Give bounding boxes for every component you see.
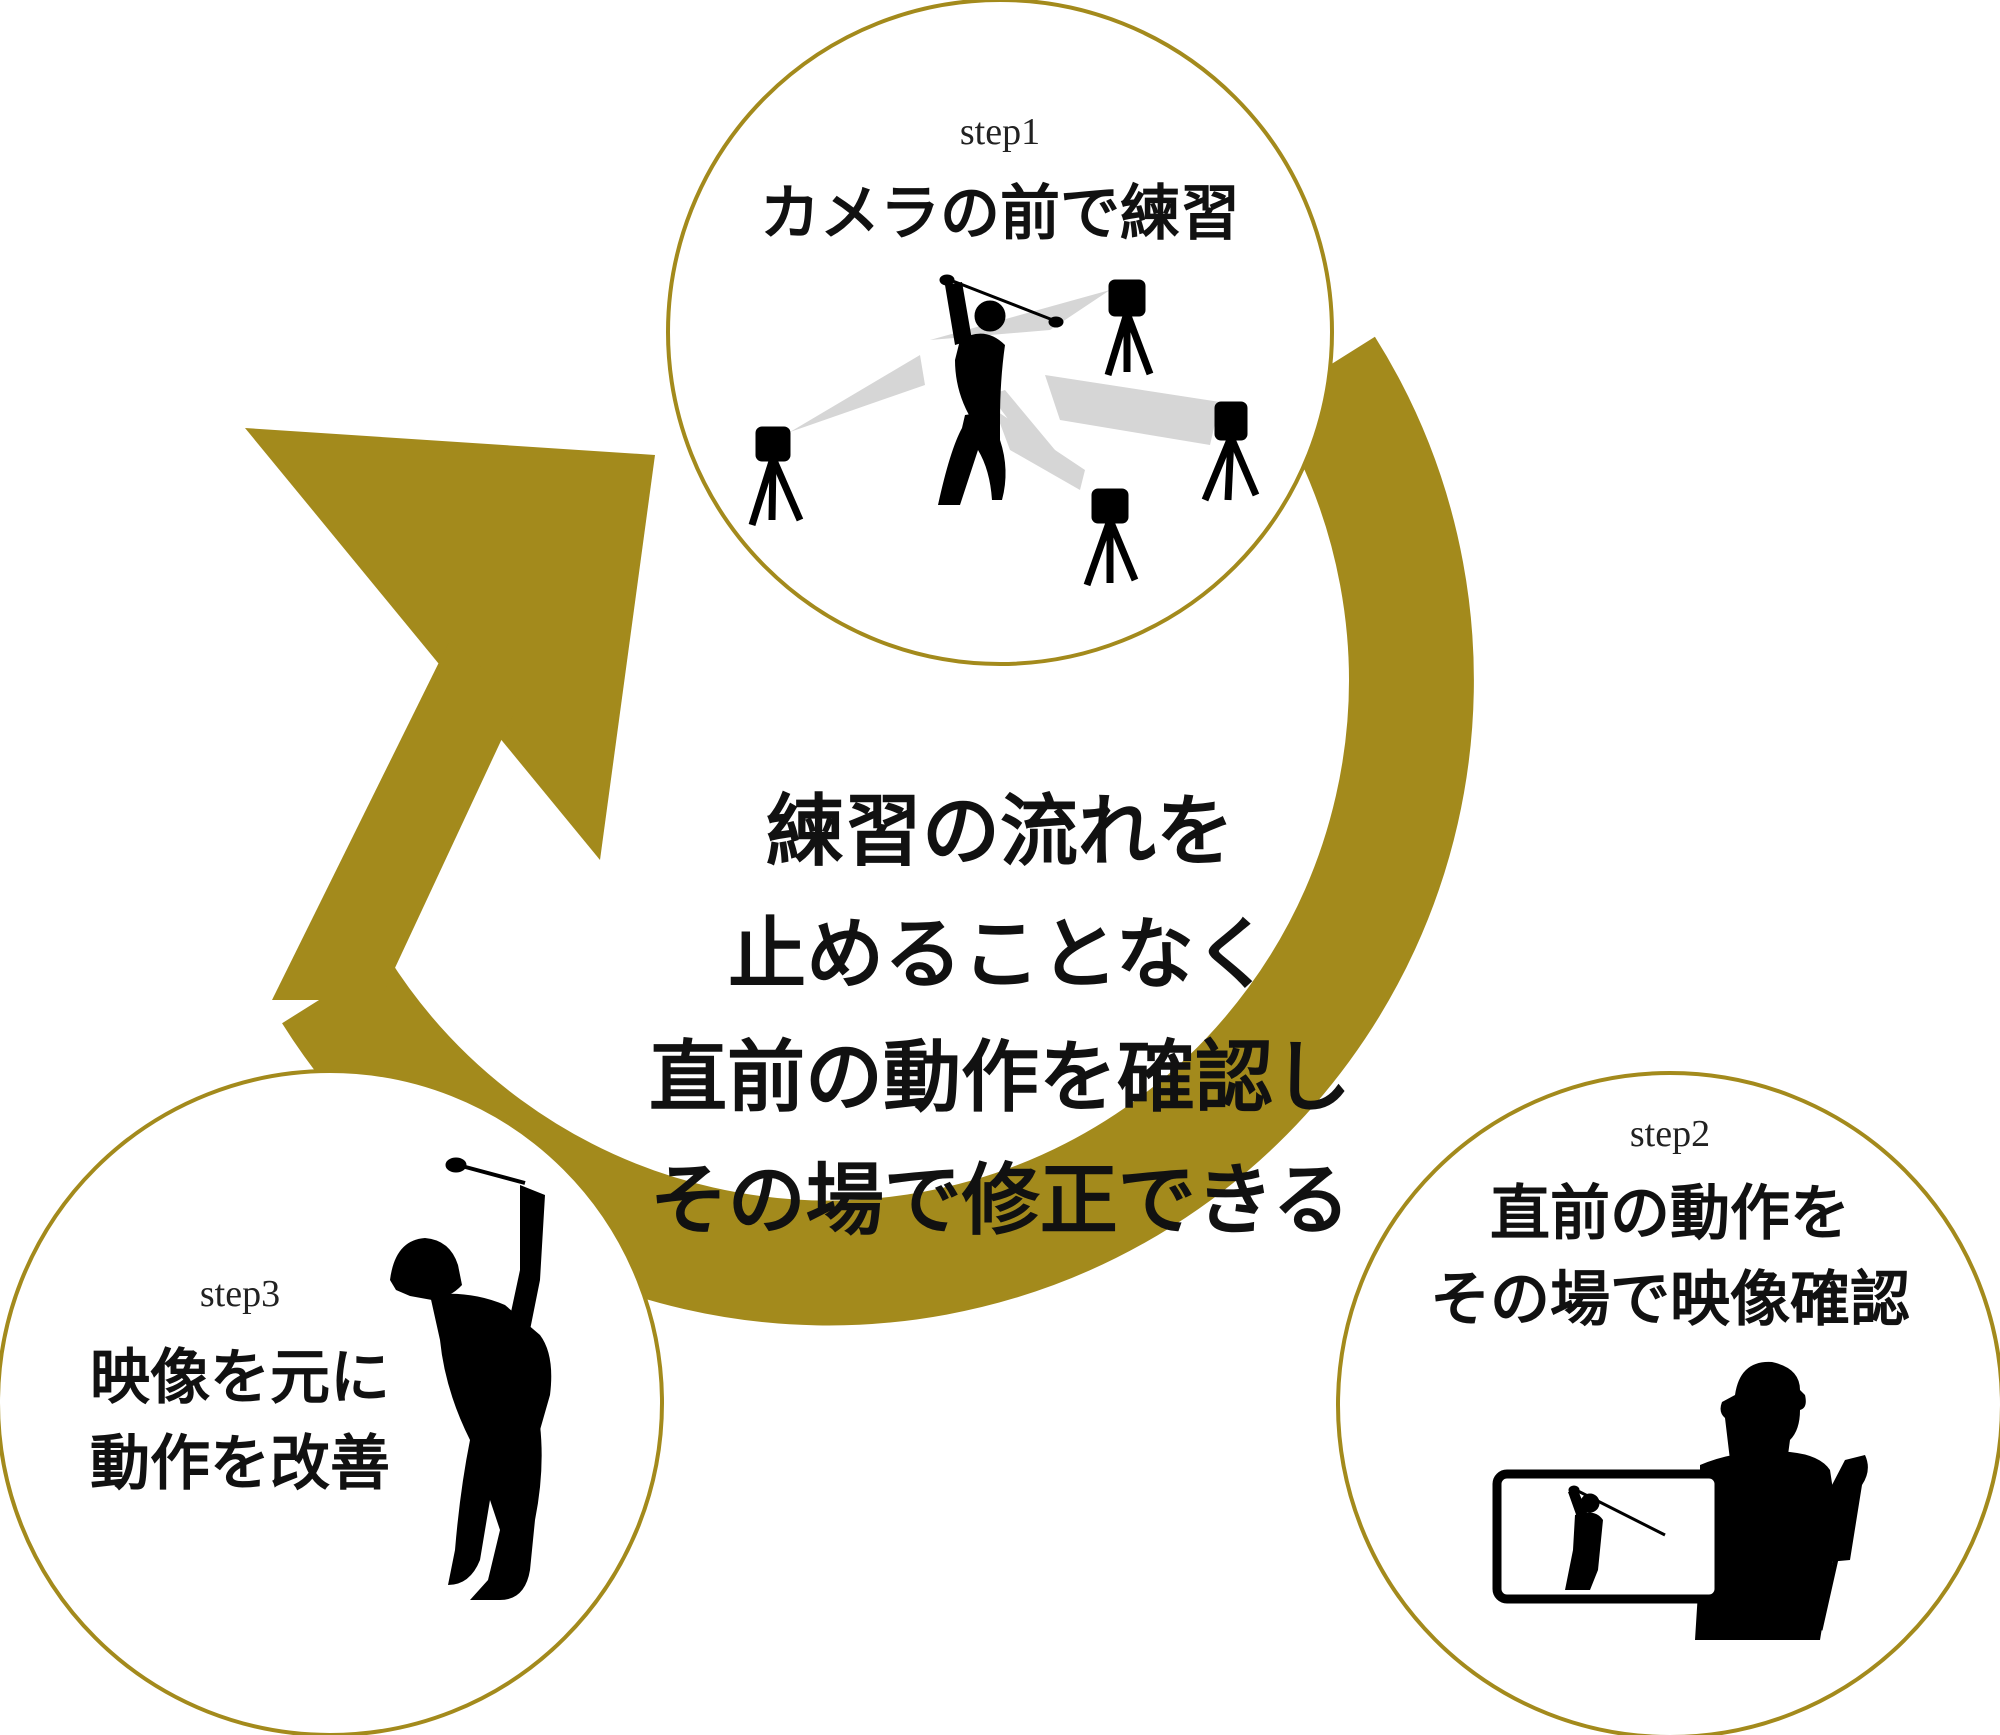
phone-screen-golfer [1565,1485,1666,1590]
center-message-line2: 止めることなく [728,909,1272,1000]
tripod-cameras [748,279,1260,587]
center-message-line4: その場で修正できる [649,1155,1351,1246]
golfer-arms [505,1185,545,1340]
center-message-line3: 直前の動作を確認し [648,1032,1351,1123]
golfer-cap-head [390,1238,462,1300]
center-message-line1: 練習の流れを [765,786,1234,877]
step2-title-line1: 直前の動作を [1490,1179,1850,1249]
step2-title-line2: その場で映像確認 [1430,1265,1910,1335]
step1-label: step1 [959,111,1041,153]
camera-light-beams [790,290,1220,490]
golfer-torso [430,1293,552,1440]
arrow-shaft [272,640,520,1000]
step2-label: step2 [1629,1113,1711,1155]
golfer-swing-icon [390,1157,552,1600]
smartphone [1492,1469,1724,1604]
golfer-silhouette-top [938,274,1064,505]
step3-title-line2: 動作を改善 [90,1429,390,1499]
golfer-checking-video-icon [1492,1361,1868,1640]
step1-title: カメラの前で練習 [760,179,1240,249]
golfer-with-cameras-icon [748,274,1260,587]
golf-club [1817,1469,1859,1631]
step3-title-line1: 映像を元に [90,1343,390,1413]
step3-label: step3 [199,1273,281,1315]
golfer-legs [448,1425,542,1600]
golfer-silhouette-right [1695,1361,1868,1640]
